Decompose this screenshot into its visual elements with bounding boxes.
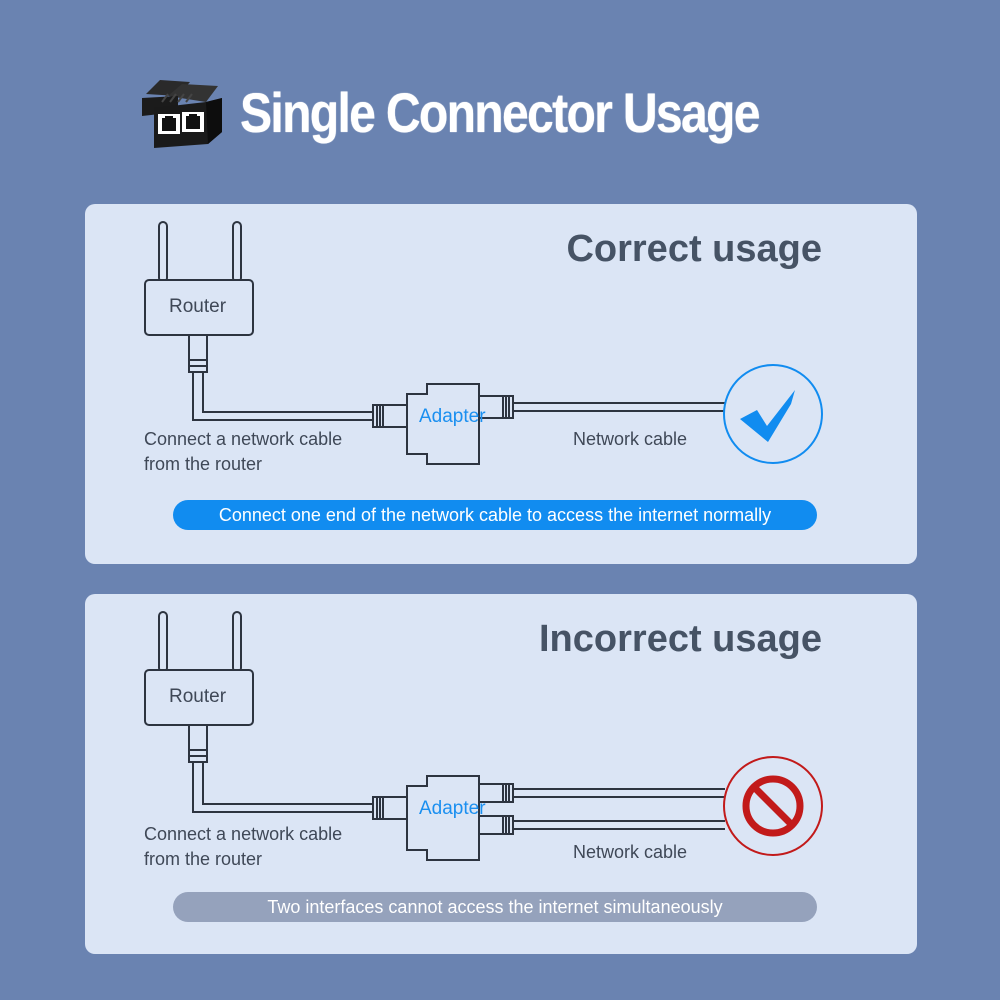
- source-cable-label-line1: Connect a network cable: [144, 429, 343, 449]
- correct-usage-panel: Correct usage Router Connect a network c…: [85, 204, 917, 564]
- router-icon: [144, 611, 373, 813]
- router-label: Router: [169, 686, 227, 707]
- network-cable-label: Network cable: [573, 429, 688, 449]
- adapter-shape-icon: [372, 383, 725, 465]
- connection-diagram: [144, 611, 823, 861]
- router-icon: [144, 221, 373, 421]
- adapter-shape-icon: [372, 775, 725, 861]
- source-cable-label-line2: from the router: [144, 849, 263, 869]
- adapter-label: Adapter: [419, 798, 486, 819]
- rj45-splitter-adapter-icon: [142, 80, 222, 148]
- router-label: Router: [169, 296, 227, 317]
- source-cable-label-line1: Connect a network cable: [144, 824, 343, 844]
- panel-title: Incorrect usage: [539, 618, 822, 660]
- source-cable-label: Connect a network cable from the router: [144, 427, 342, 477]
- source-cable-label: Connect a network cable from the router: [144, 822, 342, 872]
- note-badge: Connect one end of the network cable to …: [173, 500, 817, 530]
- page-title: Single Connector Usage: [240, 80, 761, 144]
- note-badge: Two interfaces cannot access the interne…: [173, 892, 817, 922]
- prohibited-circle-icon: [723, 756, 823, 856]
- panel-title: Correct usage: [566, 228, 822, 270]
- connection-diagram: [144, 221, 823, 465]
- network-cable-label: Network cable: [573, 842, 688, 862]
- source-cable-label-line2: from the router: [144, 454, 263, 474]
- adapter-label: Adapter: [419, 406, 486, 427]
- check-circle-icon: [723, 364, 823, 464]
- incorrect-usage-panel: Incorrect usage Router Connect a network…: [85, 594, 917, 954]
- header: Single Connector Usage: [138, 72, 843, 152]
